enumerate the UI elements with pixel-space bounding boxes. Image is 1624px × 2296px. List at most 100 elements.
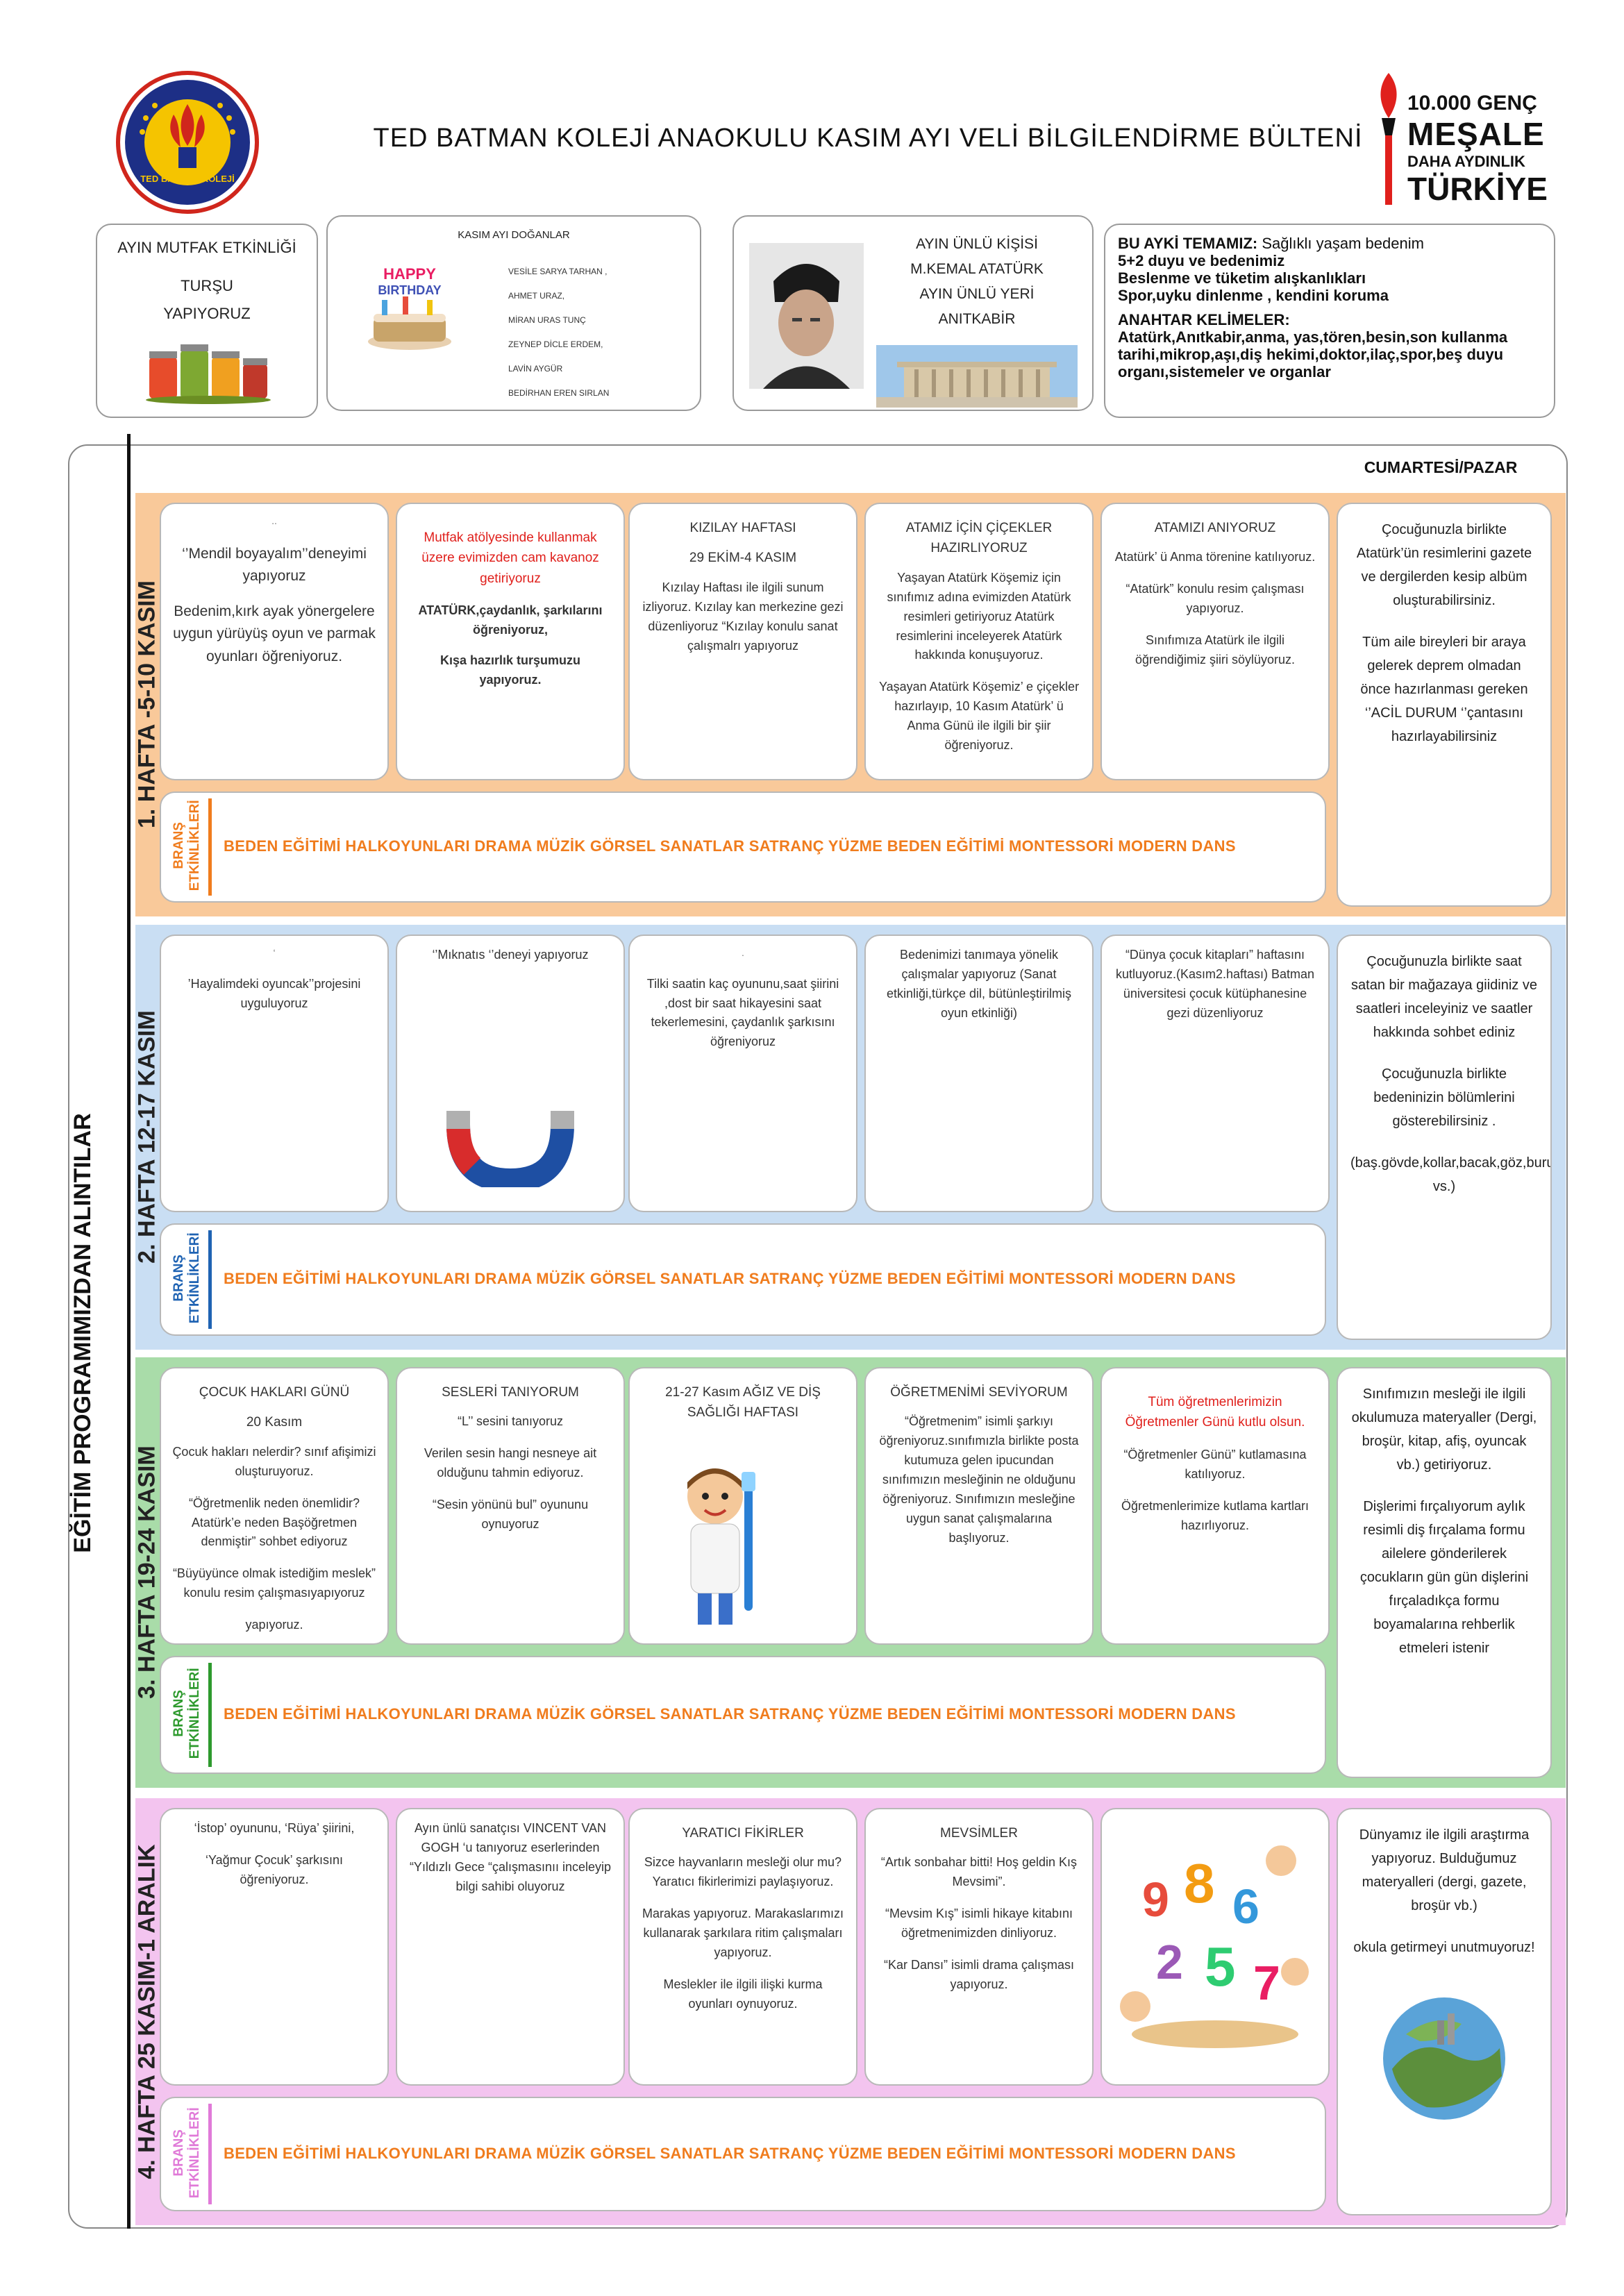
keywords-text: Atatürk,Anıtkabir,anma, yas,tören,besin,…: [1118, 328, 1508, 380]
famous-person-title: AYIN ÜNLÜ KİŞİSİ: [916, 236, 1038, 252]
keywords-label: ANAHTAR KELİMELER:: [1118, 311, 1290, 328]
svg-text:9: 9: [1142, 1872, 1169, 1927]
weekend-text: okula getirmeyi unutmuyoruz!: [1353, 1940, 1535, 1955]
ted-logo-text: TED BATMAN KOLEJİ: [140, 174, 235, 184]
cell-text: ‘Yağmur Çocuk’ şarkısını öğreniyoruz.: [205, 1852, 344, 1886]
theme-text: BU AYKİ TEMAMIZ: Sağlıklı yaşam bedenim …: [1118, 235, 1548, 380]
svg-text:8: 8: [1184, 1852, 1215, 1914]
cell-heading: 21-27 Kasım AĞIZ VE DİŞ SAĞLIĞI HAFTASI: [665, 1385, 821, 1421]
birthday-name: LAVİN AYGÜR: [508, 364, 563, 374]
activity-cell: Bedenimizi tanımaya yönelik çalışmalar y…: [864, 935, 1094, 1212]
branch-label-line2: ETKİNLİKLERİ: [187, 1232, 202, 1324]
kitchen-title: AYIN MUTFAK ETKİNLİĞİ: [117, 239, 296, 256]
ted-batman-logo: TED BATMAN KOLEJİ: [115, 69, 260, 215]
activity-cell: MEVSİMLER“Artık sonbahar bitti! Hoş geld…: [864, 1808, 1094, 2086]
cell-text: Verilen sesin hangi nesneye ait olduğunu…: [424, 1446, 597, 1480]
branch-label-line2: ETKİNLİKLERİ: [187, 2106, 202, 2198]
activity-cell: Ayın ünlü sanatçısı VINCENT VAN GOGH ‘u …: [396, 1808, 625, 2086]
svg-text:5: 5: [1205, 1936, 1236, 1997]
cell-text: “Öğretmenlik neden önemlidir? Atatürk’e …: [188, 1495, 360, 1549]
branch-label-line1: BRANŞ: [171, 1255, 187, 1302]
cell-bold-text: Kışa hazırlık turşumuzu yapıyoruz.: [440, 653, 581, 687]
kitchen-activity-card: AYIN MUTFAK ETKİNLİĞİ TURŞU YAPIYORUZ: [96, 224, 318, 418]
weekend-suggestion: Çocuğunuzla birlikte Atatürk’ün resimler…: [1337, 503, 1552, 907]
cell-text: “Sesin yönünü bul” oyununu oynuyoruz: [432, 1498, 589, 1531]
famous-place-title: AYIN ÜNLÜ YERİ: [919, 286, 1035, 302]
cell-text: Çocuk hakları nelerdir? sınıf afişimizi …: [172, 1444, 376, 1478]
cell-text: Bedenimizi tanımaya yönelik çalışmalar y…: [886, 948, 1072, 1020]
cell-heading: YARATICI FİKİRLER: [682, 1826, 804, 1841]
cell-text: yapıyoruz.: [245, 1618, 303, 1632]
cell-text: “Dünya çocuk kitapları” haftasını kutluy…: [1115, 948, 1315, 1020]
cell-heading: KIZILAY HAFTASI: [689, 521, 796, 535]
famous-text: AYIN ÜNLÜ KİŞİSİ M.KEMAL ATATÜRK AYIN ÜN…: [873, 232, 1081, 332]
weekend-text: Sınıfımızın mesleği ile ilgili okulumuza…: [1351, 1386, 1537, 1473]
weekend-text: Çocuğunuzla birlikte Atatürk’ün resimler…: [1356, 522, 1532, 608]
week-label: 1. HAFTA -5-10 KASIM: [133, 580, 160, 829]
birthday-cake-image: HAPPY BIRTHDAY: [368, 265, 451, 350]
birthday-names-list: VESİLE SARYA TARHAN , AHMET URAZ, MİRAN …: [508, 260, 609, 405]
famous-person-name: M.KEMAL ATATÜRK: [910, 261, 1044, 277]
magnet-image: [444, 1097, 576, 1193]
branch-activities-list: BEDEN EĞİTİMİ HALKOYUNLARI DRAMA MÜZİK G…: [224, 1270, 1236, 1287]
branch-accent-bar: [208, 1663, 212, 1767]
activity-cell: ÖĞRETMENİMİ SEVİYORUM“Öğretmenim” isimli…: [864, 1367, 1094, 1645]
branch-accent-bar: [208, 1230, 212, 1329]
branch-accent-bar: [208, 2104, 212, 2204]
svg-text:BIRTHDAY: BIRTHDAY: [378, 283, 441, 297]
weekend-text: Dişlerimi fırçalıyorum aylık resimli diş…: [1359, 1499, 1529, 1656]
cell-text: “Mevsim Kış” isimli hikaye kitabını öğre…: [885, 1907, 1073, 1941]
branch-activities-box: [160, 1656, 1326, 1774]
branch-label-line1: BRANŞ: [171, 2129, 187, 2177]
cell-text: ‘’Mendil boyayalım’’deneyimi yapıyoruz: [182, 545, 367, 585]
cell-heading: ÇOCUK HAKLARI GÜNÜ: [199, 1385, 350, 1400]
program-vertical-title: EĞİTİM PROGRAMIMIZDAN ALINTILAR: [69, 1113, 96, 1553]
ataturk-portrait: [749, 243, 864, 389]
weekend-header: CUMARTESİ/PAZAR: [1364, 458, 1518, 476]
activity-cell: ‘İstop’ oyununu, ‘Rüya’ şiirini,‘Yağmur …: [160, 1808, 389, 2086]
branch-accent-bar: [208, 798, 212, 896]
week-label: 3. HAFTA 19-24 KASIM: [133, 1446, 160, 1699]
branch-activities-box: [160, 2097, 1326, 2211]
cell-heading: ATAMIZ İÇİN ÇİÇEKLER HAZIRLIYORUZ: [905, 521, 1053, 556]
cell-mark: .: [742, 947, 744, 958]
pickle-jars-image: [146, 344, 271, 404]
cell-text: Yaşayan Atatürk Köşemiz için sınıfımız a…: [887, 570, 1071, 662]
mesale-logo: 10.000 GENÇ MEŞALE DAHA AYDINLIK TÜRKİYE: [1364, 69, 1552, 215]
theme-card: BU AYKİ TEMAMIZ: Sağlıklı yaşam bedenim …: [1104, 224, 1555, 418]
activity-cell: “Dünya çocuk kitapları” haftasını kutluy…: [1100, 935, 1330, 1212]
cell-text: “Öğretmenim” isimli şarkıyı öğreniyoruz.…: [879, 1414, 1079, 1545]
cell-bold-text: ATATÜRK,çaydanlık, şarkılarını öğreniyor…: [418, 603, 603, 637]
birthdays-card: KASIM AYI DOĞANLAR HAPPY BIRTHDAY VESİLE…: [326, 215, 701, 411]
cell-text: “L’’ sesini tanıyoruz: [457, 1414, 564, 1429]
activity-cell: ATAMIZ İÇİN ÇİÇEKLER HAZIRLIYORUZ Yaşayan…: [864, 503, 1094, 780]
cell-text: “Büyüyünce olmak istediğim meslek” konul…: [172, 1566, 376, 1600]
branch-label-line1: BRANŞ: [171, 822, 187, 869]
cell-mark: ..: [271, 515, 277, 526]
branch-label-line2: ETKİNLİKLERİ: [187, 800, 202, 891]
theme-line: 5+2 duyu ve bedenimiz: [1118, 252, 1285, 269]
activity-cell: ‘’Mıknatıs ‘’deneyi yapıyoruz: [396, 935, 625, 1212]
weekend-text: Tüm aile bireyleri bir araya gelerek dep…: [1360, 635, 1528, 744]
mesale-line3: DAHA AYDINLIK: [1407, 153, 1525, 170]
kitchen-line2: YAPIYORUZ: [163, 305, 251, 322]
branch-activities-box: [160, 1223, 1326, 1336]
theme-line: Spor,uyku dinlenme , kendini koruma: [1118, 287, 1389, 304]
mesale-line2: MEŞALE: [1407, 116, 1545, 152]
cell-heading: ATAMIZI ANIYORUZ: [1154, 521, 1276, 535]
mesale-line4: TÜRKİYE: [1407, 171, 1548, 207]
branch-activities-box: [160, 791, 1326, 903]
anitkabir-image: [876, 345, 1078, 408]
cell-text: Bedenim,kırk ayak yönergelere uygun yürü…: [173, 603, 376, 664]
birthday-name: BEDİRHAN EREN SIRLAN: [508, 388, 610, 398]
cell-text: ’Hayalimdeki oyuncak’’projesini uyguluyo…: [187, 976, 361, 1010]
cell-highlight: Tüm öğretmenlerimizin Öğretmenler Günü k…: [1125, 1395, 1305, 1430]
activity-cell: .. ‘’Mendil boyayalım’’deneyimi yapıyoruz…: [160, 503, 389, 780]
earth-image: [1378, 1993, 1510, 2125]
